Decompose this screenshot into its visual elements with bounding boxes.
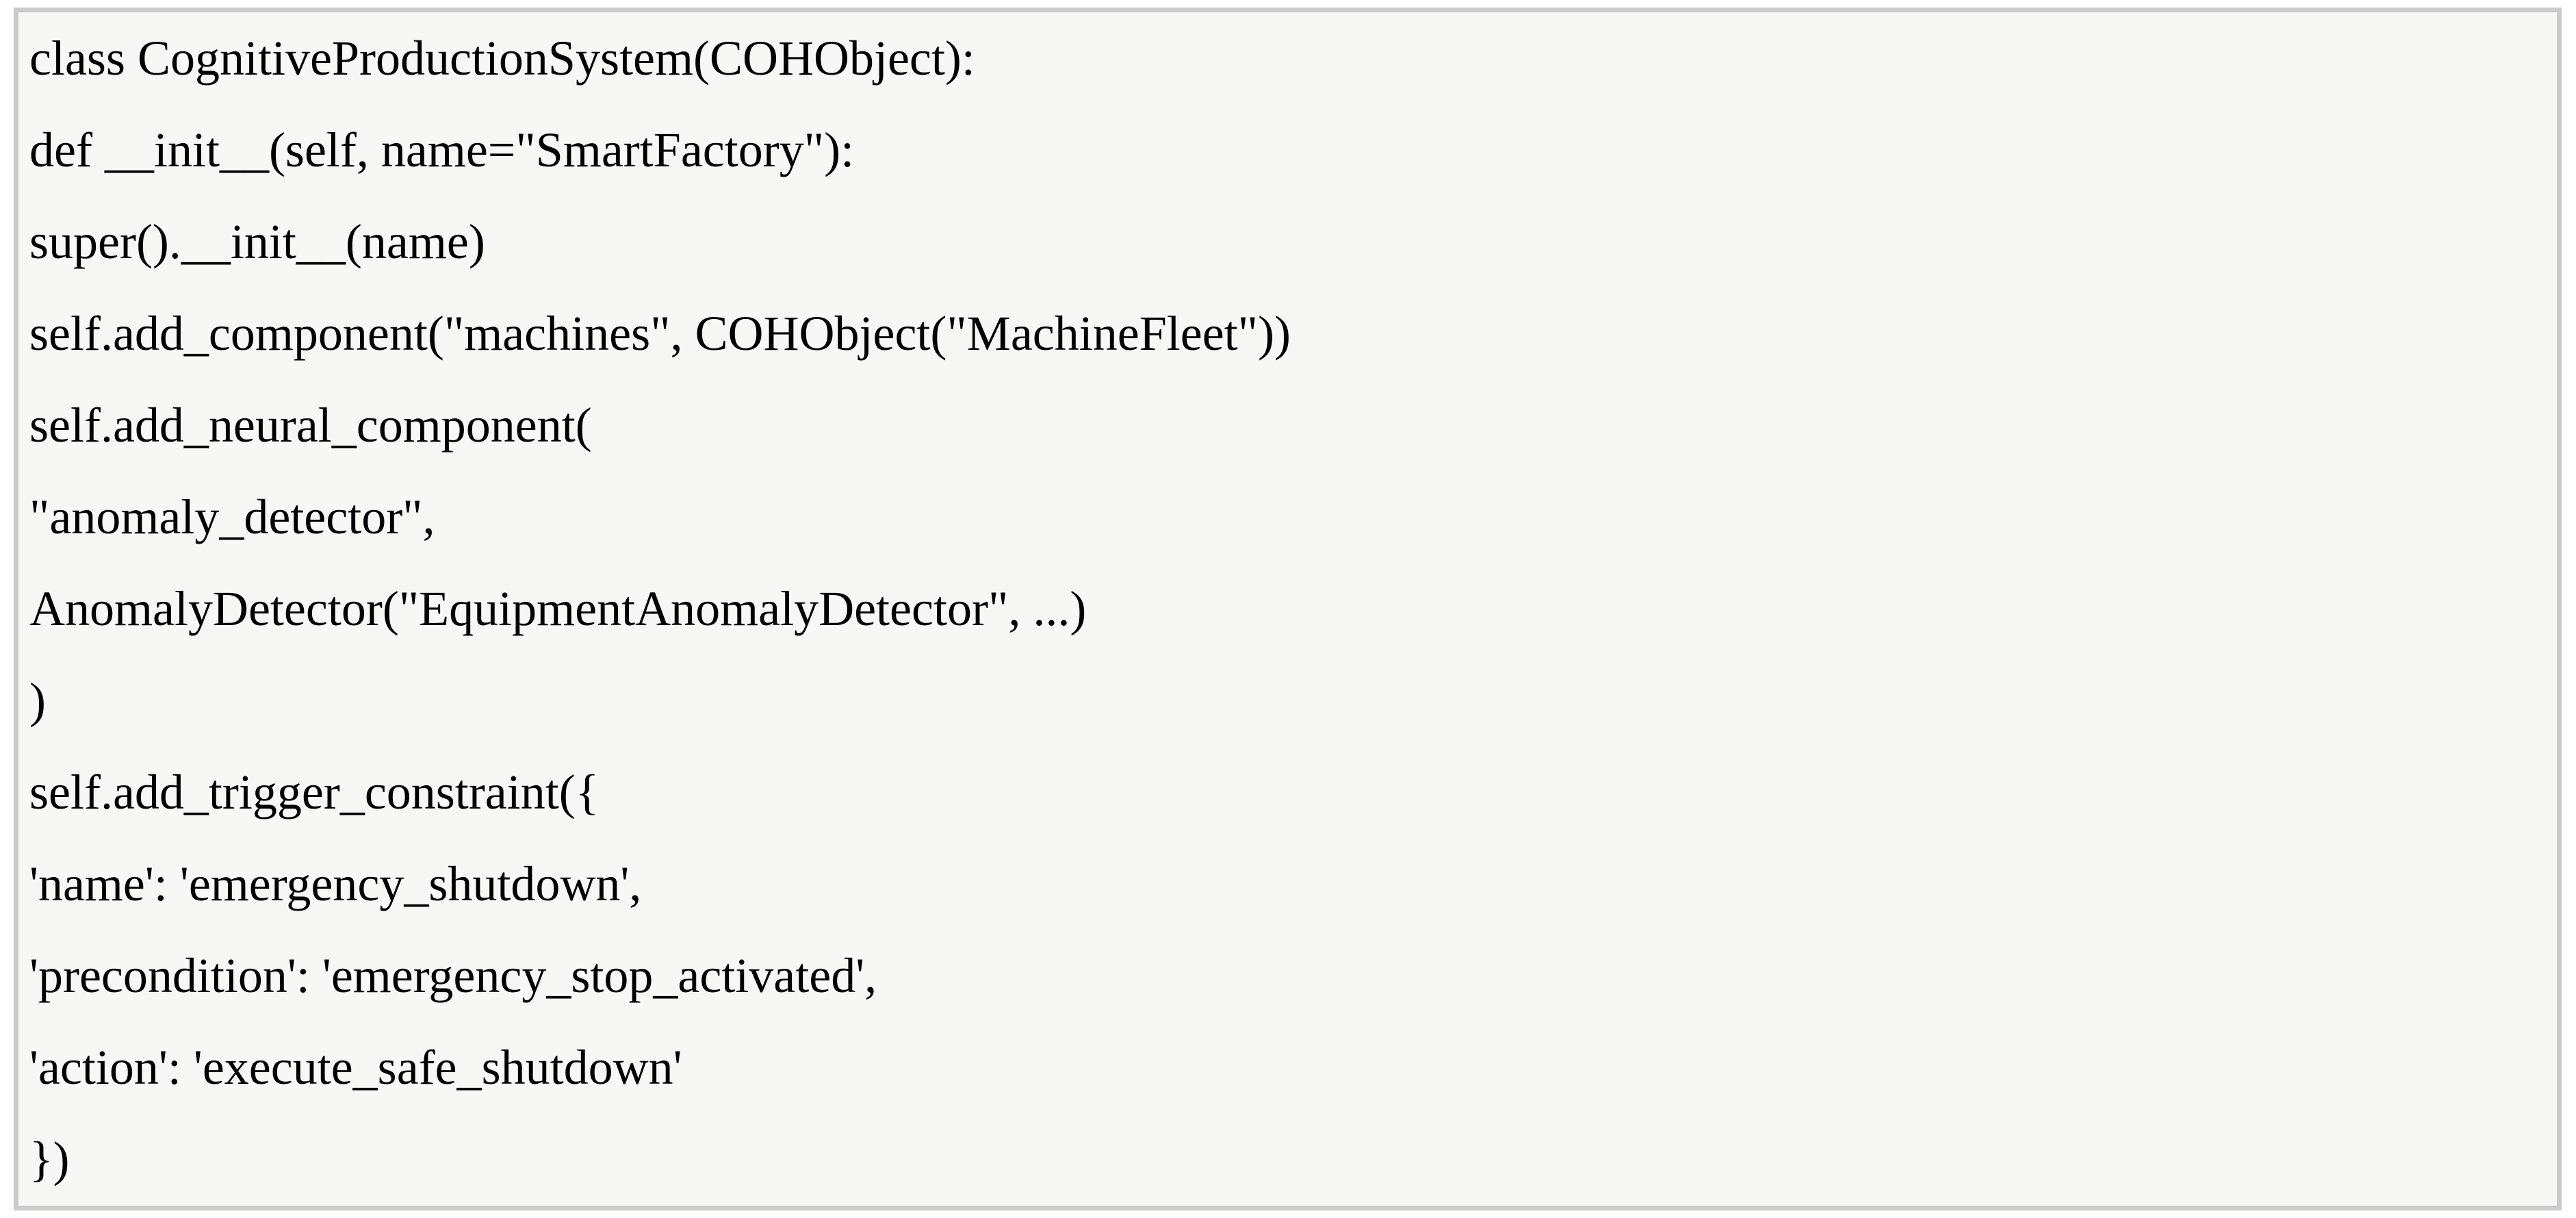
code-line: "anomaly_detector", [29,490,435,544]
code-line: super().__init__(name) [29,214,485,269]
code-line: self.add_neural_component( [29,398,592,453]
code-line: self.add_component("machines", COHObject… [29,306,1291,361]
code-line: self.add_trigger_constraint({ [29,765,600,820]
code-line: 'precondition': 'emergency_stop_activate… [29,948,877,1003]
code-line: class CognitiveProductionSystem(COHObjec… [29,31,975,86]
code-line: 'action': 'execute_safe_shutdown' [29,1040,682,1095]
code-line: }) [29,1132,70,1187]
code-line: 'name': 'emergency_shutdown', [29,857,642,911]
code-line: def __init__(self, name="SmartFactory"): [29,123,855,177]
code-block-panel: class CognitiveProductionSystem(COHObjec… [14,8,2562,1210]
code-line: ) [29,673,46,728]
code-line: AnomalyDetector("EquipmentAnomalyDetecto… [29,581,1087,636]
